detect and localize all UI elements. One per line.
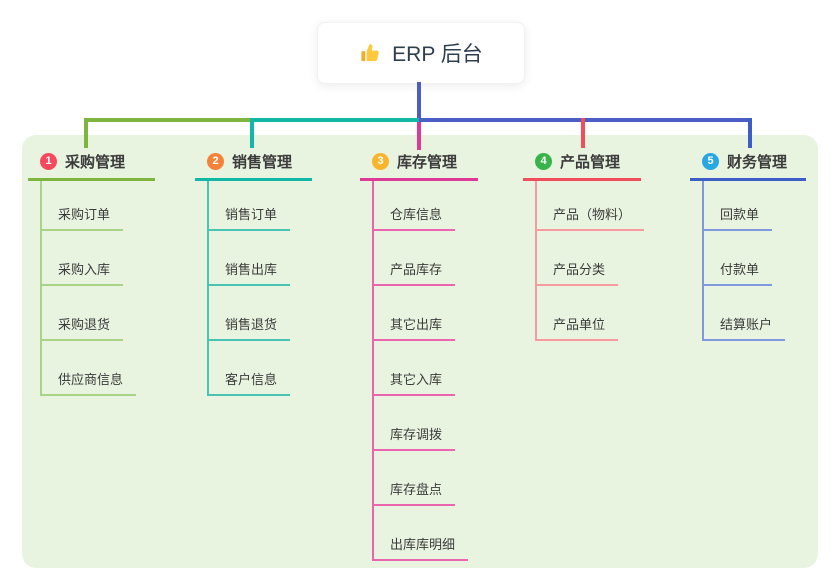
item-label: 回款单 — [720, 207, 760, 222]
mindmap-item[interactable]: 产品单位 — [537, 286, 619, 341]
branch-header[interactable]: 5 财务管理 — [690, 148, 806, 174]
mindmap-item[interactable]: 付款单 — [704, 231, 773, 286]
mindmap-item[interactable]: 出库库明细 — [374, 506, 469, 561]
item-label: 库存调拨 — [390, 427, 443, 442]
item-label: 采购订单 — [58, 207, 111, 222]
item-label: 销售订单 — [225, 207, 278, 222]
branch-purchase: 1 采购管理 采购订单采购入库采购退货供应商信息 — [28, 148, 155, 396]
item-label: 结算账户 — [720, 317, 773, 332]
item-label: 客户信息 — [225, 372, 278, 387]
mindmap-item[interactable]: 采购入库 — [42, 231, 124, 286]
mindmap-panel — [22, 135, 818, 568]
mindmap-item[interactable]: 回款单 — [704, 181, 773, 231]
item-label: 产品（物料） — [553, 207, 632, 222]
branch-inventory: 3 库存管理 仓库信息产品库存其它出库其它入库库存调拨库存盘点出库库明细 — [360, 148, 478, 561]
branch-product: 4 产品管理 产品（物料） 产品分类产品单位 — [523, 148, 645, 341]
mindmap-item[interactable]: 销售订单 — [209, 181, 291, 231]
branch1-drop-line — [84, 118, 88, 148]
branch-header[interactable]: 3 库存管理 — [360, 148, 478, 174]
branch-title: 库存管理 — [397, 153, 458, 171]
root-label: ERP 后台 — [392, 43, 483, 66]
item-label: 出库库明细 — [390, 537, 456, 552]
item-label: 供应商信息 — [58, 372, 124, 387]
branch-finance: 5 财务管理 回款单付款单结算账户 — [690, 148, 806, 341]
mindmap-item[interactable]: 产品分类 — [537, 231, 619, 286]
item-label: 其它出库 — [390, 317, 443, 332]
branch-underline — [360, 178, 478, 181]
item-label: 采购退货 — [58, 317, 111, 332]
mindmap-item[interactable]: 库存盘点 — [374, 451, 456, 506]
item-label: 销售出库 — [225, 262, 278, 277]
branch4-drop-line — [581, 118, 585, 148]
mindmap-item[interactable]: 销售出库 — [209, 231, 291, 286]
root-node[interactable]: ERP 后台 — [317, 22, 525, 84]
mindmap-item[interactable]: 采购退货 — [42, 286, 124, 341]
item-label: 库存盘点 — [390, 482, 443, 497]
connector-segment-blue — [419, 118, 752, 122]
item-label: 产品单位 — [553, 317, 606, 332]
branch-items: 回款单付款单结算账户 — [702, 181, 786, 341]
item-label: 销售退货 — [225, 317, 278, 332]
mindmap-item[interactable]: 其它出库 — [374, 286, 456, 341]
branch-number-badge: 1 — [40, 152, 57, 170]
thumbs-up-icon — [361, 43, 379, 61]
item-label: 其它入库 — [390, 372, 443, 387]
branch-header[interactable]: 2 销售管理 — [195, 148, 312, 174]
item-label: 产品库存 — [390, 262, 443, 277]
branch-title: 采购管理 — [65, 153, 126, 171]
branch-underline — [523, 178, 641, 181]
mindmap-item[interactable]: 仓库信息 — [374, 181, 456, 231]
branch-sales: 2 销售管理 销售订单销售出库销售退货客户信息 — [195, 148, 312, 396]
mindmap-item[interactable]: 产品（物料） — [537, 181, 645, 231]
mindmap-item[interactable]: 结算账户 — [704, 286, 786, 341]
mindmap-item[interactable]: 供应商信息 — [42, 341, 137, 396]
branch-items: 仓库信息产品库存其它出库其它入库库存调拨库存盘点出库库明细 — [372, 181, 469, 561]
branch-underline — [28, 178, 155, 181]
connector-segment-teal — [252, 118, 419, 122]
mindmap-item[interactable]: 采购订单 — [42, 181, 124, 231]
item-label: 付款单 — [720, 262, 760, 277]
mindmap-item[interactable]: 库存调拨 — [374, 396, 456, 451]
connector-segment-green — [84, 118, 252, 122]
branch-number-badge: 5 — [702, 152, 719, 170]
branch-number-badge: 3 — [372, 152, 389, 170]
branch-number-badge: 2 — [207, 152, 224, 170]
root-connector-line — [417, 82, 421, 120]
branch-number-badge: 4 — [535, 152, 552, 170]
branch-items: 采购订单采购入库采购退货供应商信息 — [40, 181, 137, 396]
branch-items: 产品（物料） 产品分类产品单位 — [535, 181, 645, 341]
item-label: 采购入库 — [58, 262, 111, 277]
item-label: 仓库信息 — [390, 207, 443, 222]
branch5-drop-line — [748, 118, 752, 148]
branch-underline — [195, 178, 312, 181]
branch2-drop-line — [250, 118, 254, 148]
mindmap-item[interactable]: 销售退货 — [209, 286, 291, 341]
branch-items: 销售订单销售出库销售退货客户信息 — [207, 181, 291, 396]
mindmap-item[interactable]: 产品库存 — [374, 231, 456, 286]
branch-title: 产品管理 — [560, 153, 621, 171]
branch-underline — [690, 178, 806, 181]
mindmap-item[interactable]: 客户信息 — [209, 341, 291, 396]
mindmap-item[interactable]: 其它入库 — [374, 341, 456, 396]
item-label: 产品分类 — [553, 262, 606, 277]
branch3-drop-line — [417, 122, 421, 150]
branch-title: 销售管理 — [232, 153, 293, 171]
branch-header[interactable]: 1 采购管理 — [28, 148, 155, 174]
branch-header[interactable]: 4 产品管理 — [523, 148, 641, 174]
branch-title: 财务管理 — [727, 153, 788, 171]
